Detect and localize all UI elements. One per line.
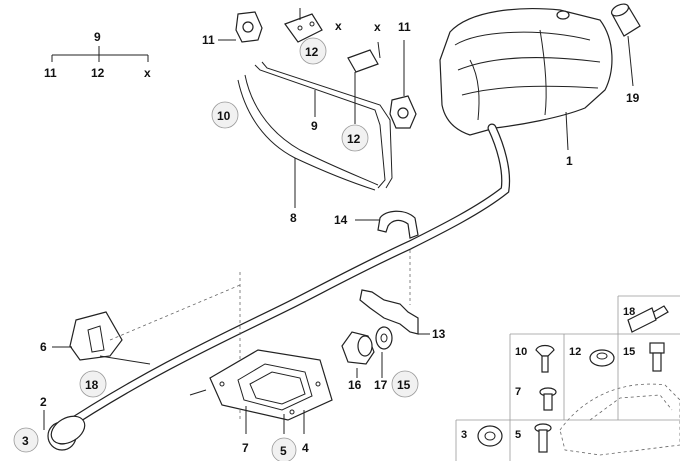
callout-14: 14 — [334, 213, 348, 227]
grid-label-7: 7 — [515, 386, 521, 398]
hanger-6 — [52, 272, 241, 420]
callout-18: 18 — [85, 378, 99, 392]
callout-10: 10 — [217, 109, 231, 123]
pipe-clamp — [355, 210, 419, 239]
rubber-buffer — [341, 331, 375, 378]
callout-8: 8 — [290, 211, 297, 225]
callout-16: 16 — [348, 378, 362, 392]
callout-11b: 11 — [398, 20, 411, 34]
exhaust-pipe — [47, 123, 511, 451]
part-callouts: 1 2 3 4 5 6 7 8 9 10 11 11 12 12 13 14 1… — [13, 19, 640, 461]
tree-child-12: 12 — [91, 66, 105, 80]
grid-label-18: 18 — [623, 306, 635, 318]
callout-1: 1 — [566, 154, 573, 168]
callout-3: 3 — [22, 434, 29, 448]
callout-2: 2 — [40, 395, 47, 409]
grid-label-15: 15 — [623, 346, 635, 358]
tree-child-x: x — [144, 66, 151, 80]
callout-11a: 11 — [202, 33, 215, 47]
washer — [375, 326, 393, 378]
callout-12a: 12 — [305, 45, 319, 59]
rear-muffler — [439, 8, 613, 151]
grid-label-12: 12 — [569, 346, 581, 358]
callout-19: 19 — [626, 91, 640, 105]
bracket-assembly — [235, 8, 417, 191]
heat-shield — [189, 349, 333, 434]
callout-6: 6 — [40, 340, 47, 354]
callout-x-b: x — [374, 20, 381, 34]
parts-tree-legend: 9 11 12 x — [44, 30, 151, 80]
callout-15: 15 — [397, 378, 411, 392]
callout-13: 13 — [432, 327, 446, 341]
callout-17: 17 — [374, 378, 388, 392]
tree-root-label: 9 — [94, 30, 101, 44]
fastener-grid: 18 10 12 15 7 3 5 — [455, 295, 680, 461]
callout-7: 7 — [242, 441, 249, 455]
callout-4: 4 — [302, 441, 309, 455]
grid-label-10: 10 — [515, 346, 527, 358]
callout-x-a: x — [335, 19, 342, 33]
tree-child-11: 11 — [44, 66, 57, 80]
grid-label-5: 5 — [515, 429, 521, 441]
callout-5: 5 — [280, 444, 287, 458]
hanger-bracket-13 — [359, 250, 430, 335]
callout-12b: 12 — [347, 132, 361, 146]
tailpipe-tip — [610, 3, 641, 87]
grid-label-3: 3 — [461, 429, 467, 441]
callout-9: 9 — [311, 119, 318, 133]
